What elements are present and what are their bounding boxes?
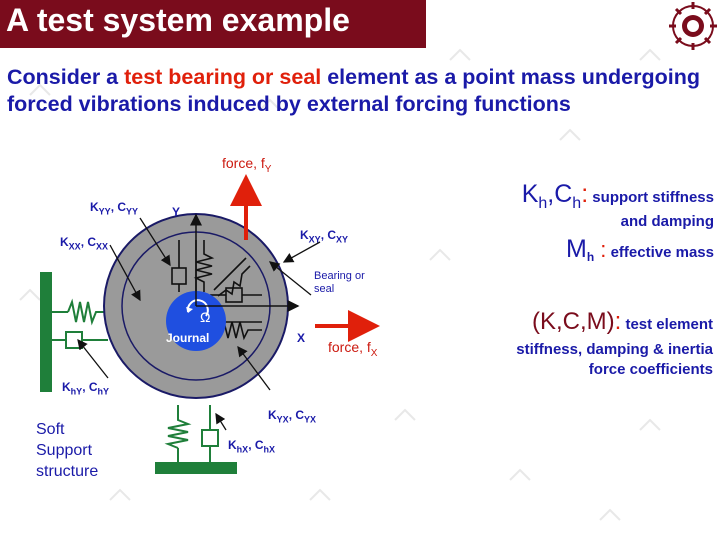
bottom-ground-floor: [155, 462, 237, 474]
kxx-cxx-label: KXX, CXX: [60, 235, 109, 252]
y-axis-label: Y: [172, 205, 181, 219]
rotation-arrow: [186, 299, 209, 317]
left-support-spring: [52, 298, 108, 349]
journal-label: Journal: [166, 331, 210, 345]
omega-label: Ω: [200, 309, 211, 325]
left-ground-wall: [40, 272, 52, 392]
bottom-support-spring: [164, 405, 219, 462]
kxy-cxy-label: KXY, CXY: [300, 228, 349, 245]
kyy-cyy-label: KYY, CYY: [90, 200, 139, 217]
university-seal-logo: [669, 2, 717, 50]
slide-title: A test system example: [6, 2, 350, 38]
label-pointers: [77, 217, 321, 431]
test-element-highlight: test bearing or seal: [124, 65, 322, 89]
effective-mass-legend: Mh : effective mass: [566, 235, 714, 265]
khx-chx-label: KhX, ChX: [228, 438, 276, 455]
x-axis-label: X: [297, 331, 306, 345]
force-x-label: force, fX: [328, 339, 378, 359]
support-stiffness-legend: Kh,Ch: support stiffness and damping: [521, 180, 714, 230]
force-y-label: force, fY: [222, 155, 272, 175]
kyx-cyx-label: KYX, CYX: [268, 408, 317, 425]
khy-chy-label: KhY, ChY: [62, 380, 110, 397]
title-bar: A test system example: [0, 0, 426, 48]
intro-paragraph: Consider a test bearing or seal element …: [7, 65, 700, 116]
test-element-legend-box: (K,C,M): test element stiffness, damping…: [462, 302, 717, 382]
